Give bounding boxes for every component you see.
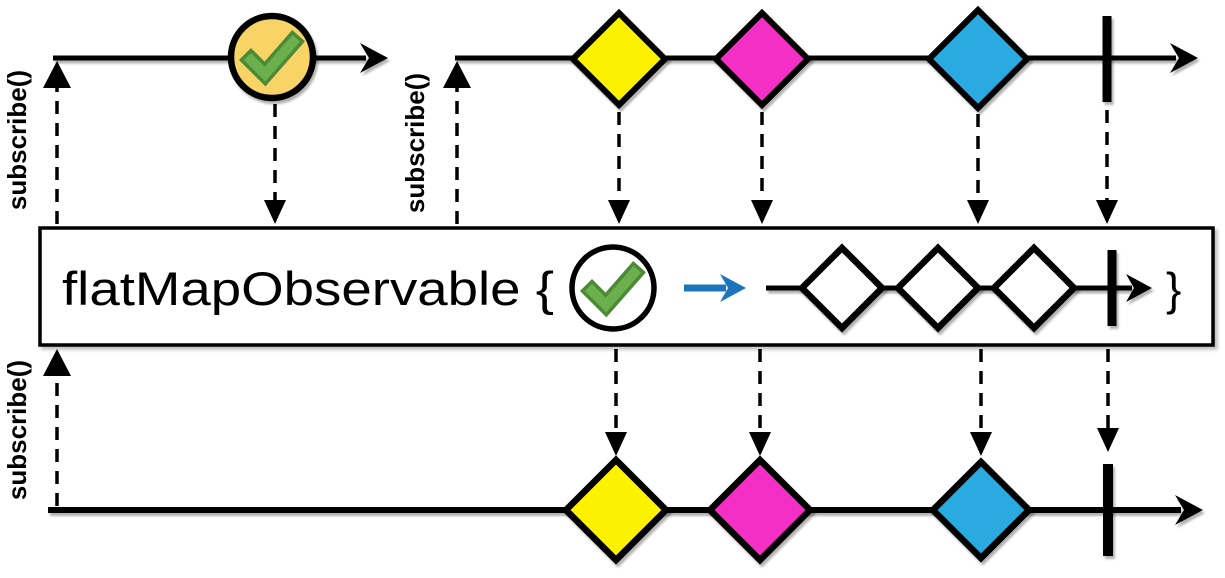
- output-subscribe-arrowhead-icon: [43, 349, 71, 376]
- result-white-diamond-marble: [797, 243, 887, 333]
- output-blue-diamond-marble: [928, 457, 1034, 563]
- output-emission-arrows: [605, 349, 1119, 456]
- complete-arrowhead-icon: [1097, 428, 1119, 452]
- closing-brace-label: }: [1166, 263, 1181, 315]
- inner-timeline-arrowhead-icon: [1170, 43, 1198, 73]
- output-timeline-arrowhead-icon: [1175, 495, 1203, 525]
- checkmark-icon: [238, 30, 305, 87]
- result-timeline-arrowhead-icon: [1126, 274, 1152, 302]
- lambda-input-checkmark-marble: [569, 244, 657, 332]
- result-white-diamond-marble: [893, 243, 983, 333]
- emission-arrowhead-icon: [751, 200, 773, 224]
- emission-arrowhead-icon: [970, 432, 992, 456]
- complete-arrowhead-icon: [1096, 200, 1118, 224]
- operator-box: flatMapObservable {: [38, 226, 1215, 347]
- source-timeline-arrowhead-icon: [360, 43, 388, 73]
- emission-arrowhead-icon: [749, 432, 771, 456]
- source-subscribe-label: subscribe(): [2, 70, 32, 210]
- output-stream: subscribe(): [2, 349, 1203, 565]
- source-checkmark-marble: [227, 12, 317, 102]
- result-white-diamond-marble: [989, 243, 1079, 333]
- source-emission-arrowhead-icon: [264, 200, 286, 224]
- maps-to-arrow-icon: [684, 274, 746, 302]
- inner-magenta-diamond-marble: [711, 8, 813, 110]
- inner-subscribe-arrowhead-icon: [443, 61, 471, 88]
- operator-name-label: flatMapObservable {: [62, 262, 554, 315]
- inner-stream: subscribe(): [400, 5, 1198, 224]
- emission-arrowhead-icon: [605, 432, 627, 456]
- inner-yellow-diamond-marble: [568, 8, 670, 110]
- lambda-result-stream: [766, 243, 1152, 333]
- inner-subscribe-label: subscribe(): [400, 73, 430, 213]
- inner-emission-arrows: [608, 110, 1118, 224]
- emission-arrowhead-icon: [967, 200, 989, 224]
- source-stream: subscribe(): [2, 12, 388, 224]
- output-subscribe-label: subscribe(): [2, 360, 32, 500]
- emission-arrowhead-icon: [608, 200, 630, 224]
- output-yellow-diamond-marble: [561, 455, 671, 565]
- source-subscribe-arrowhead-icon: [43, 61, 71, 88]
- inner-blue-diamond-marble: [924, 5, 1032, 113]
- checkmark-icon: [579, 261, 646, 318]
- output-magenta-diamond-marble: [705, 455, 815, 565]
